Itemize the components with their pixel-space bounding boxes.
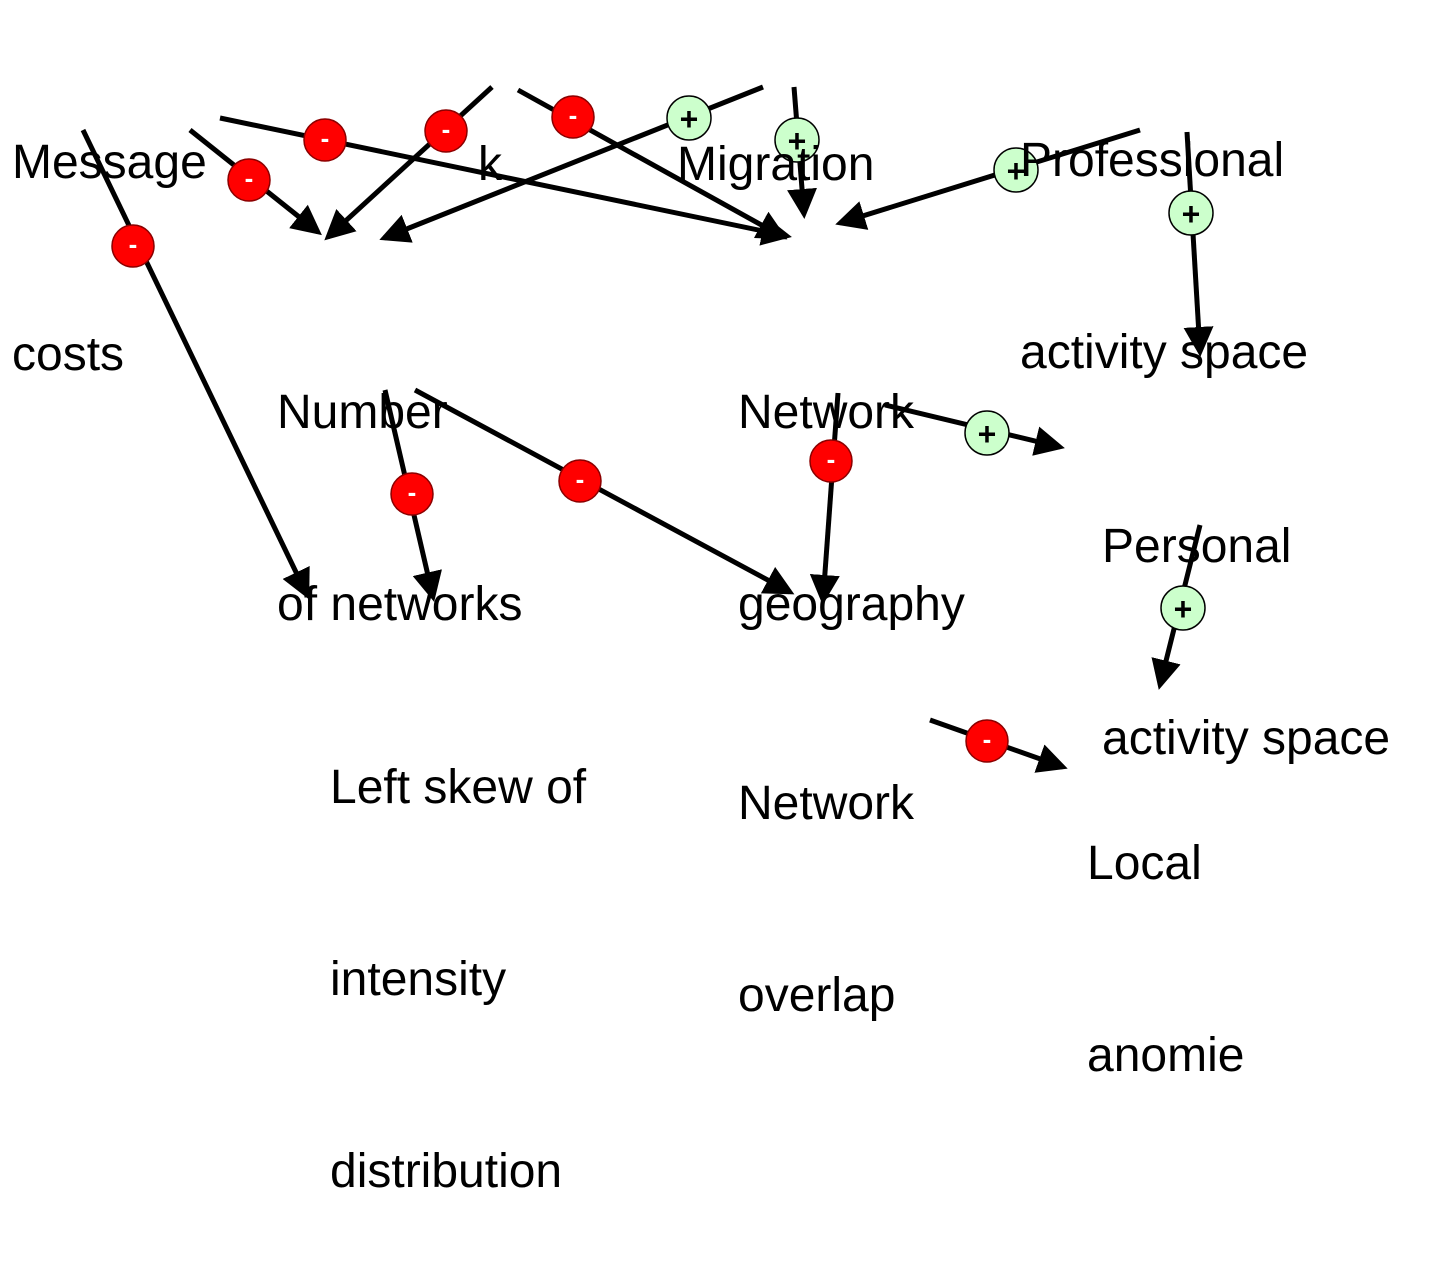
sign-symbol: - — [827, 444, 836, 474]
node-message-costs-line-1: Message — [12, 136, 207, 189]
node-network-overlap-line-2: overlap — [738, 969, 896, 1022]
sign-circle — [809, 439, 853, 483]
edge-professional-activity-space-to-network-geography-arrow — [835, 127, 1141, 230]
sign-circle — [558, 459, 602, 503]
edge-professional-activity-space-to-personal-activity-space-arrow — [1183, 131, 1214, 357]
edge-k-to-number-of-networks-arrow — [324, 85, 494, 241]
sign-symbol: - — [245, 163, 254, 193]
edge-message-costs-to-network-geography-negative-sign: - — [303, 118, 347, 162]
sign-symbol: - — [129, 229, 138, 259]
sign-circle — [390, 472, 434, 516]
edge-k-to-network-geography-negative-sign: - — [551, 95, 595, 139]
edge-network-geography-to-network-overlap-negative-sign: - — [809, 439, 853, 483]
sign-circle — [1160, 585, 1206, 631]
node-network-geography-line-2: geography — [738, 578, 965, 631]
node-left-skew-line-1: Left skew of — [330, 761, 587, 814]
sign-circle — [424, 109, 468, 153]
node-migration-line-1: Migration — [677, 138, 875, 191]
edge-network-geography-to-personal-activity-space-positive-sign: + — [964, 410, 1010, 456]
edge-professional-activity-space-to-network-geography-positive-sign: + — [993, 147, 1039, 193]
edge-number-of-networks-to-network-overlap-negative-sign: - — [558, 459, 602, 503]
sign-symbol: - — [321, 123, 330, 153]
sign-circle — [774, 117, 820, 163]
node-number-of-networks-line-1: Number — [277, 386, 448, 439]
sign-symbol: + — [788, 123, 807, 159]
node-k-line-1: k — [478, 138, 502, 191]
node-network-overlap-line-1: Network — [738, 777, 915, 830]
node-professional-activity-space: Professional activity space — [1020, 1, 1308, 449]
sign-symbol: + — [978, 416, 997, 452]
edge-network-geography-to-network-overlap-arrow — [809, 392, 841, 605]
node-local-anomie-line-2: anomie — [1087, 1029, 1245, 1082]
node-message-costs: Message costs — [12, 3, 207, 451]
sign-symbol: - — [408, 477, 417, 507]
node-professional-activity-space-line-2: activity space — [1020, 326, 1309, 379]
edge-message-costs-to-number-of-networks-negative-sign: - — [227, 158, 271, 202]
sign-symbol: - — [576, 464, 585, 494]
sign-circle — [666, 95, 712, 141]
edge-network-overlap-to-local-anomie-negative-sign: - — [965, 719, 1009, 763]
sign-symbol: + — [1174, 591, 1193, 627]
edge-professional-activity-space-to-personal-activity-space-positive-sign: + — [1168, 190, 1214, 236]
node-personal-activity-space-line-1: Personal — [1102, 520, 1292, 573]
edge-message-costs-to-left-skew-negative-sign: - — [111, 224, 155, 268]
sign-circle — [111, 224, 155, 268]
sign-circle — [551, 95, 595, 139]
node-professional-activity-space-line-1: Professional — [1020, 134, 1285, 187]
sign-symbol: + — [1182, 196, 1201, 232]
edge-personal-activity-space-to-local-anomie-positive-sign: + — [1160, 585, 1206, 631]
node-message-costs-line-2: costs — [12, 328, 125, 381]
node-left-skew-line-2: intensity — [330, 953, 507, 1006]
node-migration: Migration — [677, 5, 874, 261]
node-number-of-networks: Number of networks — [277, 253, 522, 701]
sign-circle — [303, 118, 347, 162]
sign-circle — [964, 410, 1010, 456]
edge-message-costs-to-left-skew-arrow — [80, 128, 310, 600]
node-left-skew: Left skew of intensity distribution — [330, 628, 586, 1268]
node-personal-activity-space: Personal activity space — [1102, 387, 1390, 835]
sign-symbol: - — [983, 724, 992, 754]
sign-symbol: - — [442, 114, 451, 144]
edge-migration-to-number-of-networks-positive-sign: + — [666, 95, 712, 141]
edge-number-of-networks-to-network-overlap-arrow — [413, 387, 795, 595]
node-number-of-networks-line-2: of networks — [277, 578, 523, 631]
sign-circle — [1168, 190, 1214, 236]
edge-number-of-networks-to-left-skew-negative-sign: - — [390, 472, 434, 516]
causal-diagram: - - - - - + + + + - - - + + - — [80, 84, 1214, 773]
node-local-anomie: Local anomie — [1087, 704, 1244, 1152]
sign-symbol: - — [569, 100, 578, 130]
node-k: k — [478, 5, 505, 261]
node-network-overlap: Network overlap — [738, 644, 914, 1092]
sign-symbol: + — [680, 101, 699, 137]
node-left-skew-line-3: distribution — [330, 1145, 563, 1198]
node-network-geography-line-1: Network — [738, 386, 915, 439]
edge-k-to-number-of-networks-negative-sign: - — [424, 109, 468, 153]
sign-circle — [227, 158, 271, 202]
sign-circle — [965, 719, 1009, 763]
sign-symbol: + — [1007, 153, 1026, 189]
edge-migration-to-network-geography-positive-sign: + — [774, 117, 820, 163]
node-local-anomie-line-1: Local — [1087, 837, 1202, 890]
sign-circle — [993, 147, 1039, 193]
node-personal-activity-space-line-2: activity space — [1102, 712, 1391, 765]
node-network-geography: Network geography — [738, 253, 965, 701]
